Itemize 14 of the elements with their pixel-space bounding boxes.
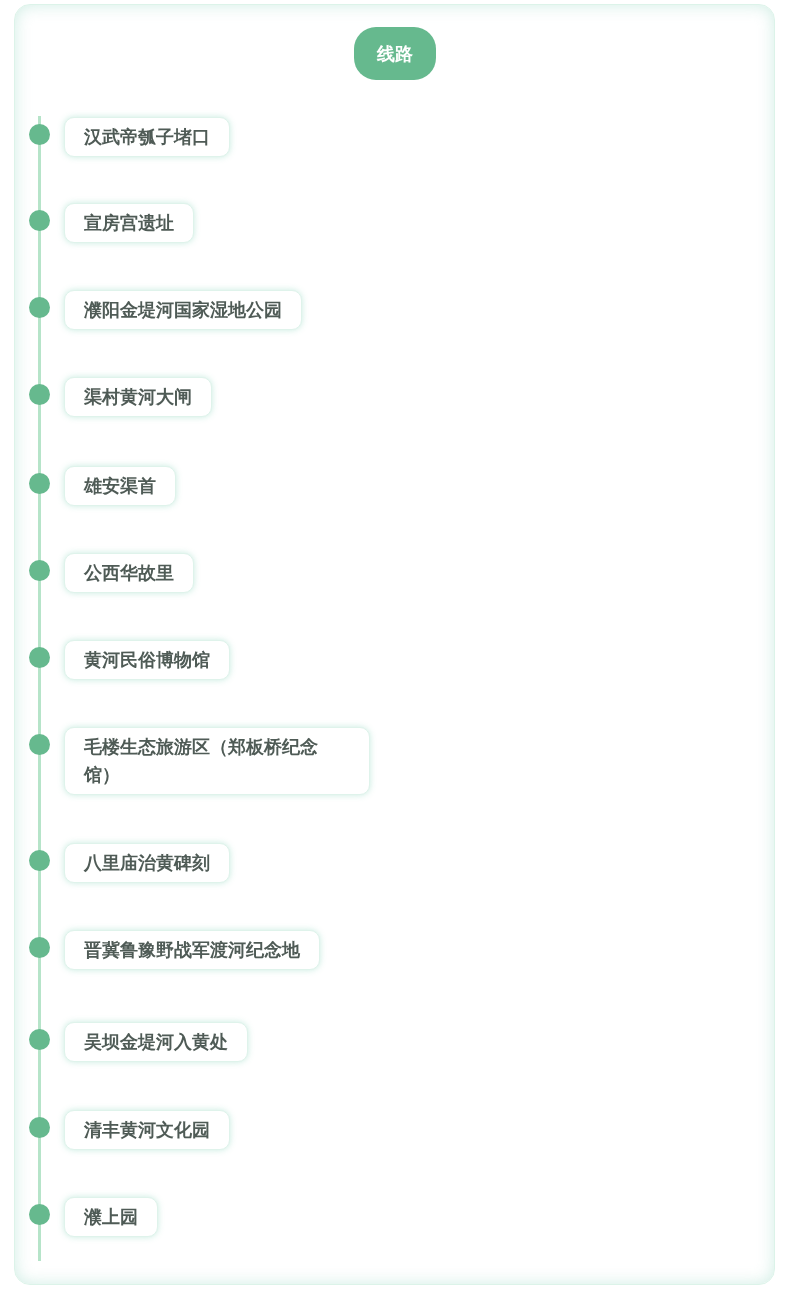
place-card: 毛楼生态旅游区（郑板桥纪念馆） [64,727,370,795]
place-card: 濮阳金堤河国家湿地公园 [64,290,302,330]
place-card: 宣房宫遗址 [64,203,194,243]
route-heading: 线路 [353,27,436,80]
place-card: 汉武帝瓠子堵口 [64,117,230,157]
place-card: 雄安渠首 [64,466,176,506]
place-card: 濮上园 [64,1197,158,1237]
place-card: 黄河民俗博物馆 [64,640,230,680]
place-card: 清丰黄河文化园 [64,1110,230,1150]
place-card: 八里庙治黄碑刻 [64,843,230,883]
place-card: 晋冀鲁豫野战军渡河纪念地 [64,930,320,970]
place-card: 吴坝金堤河入黄处 [64,1022,248,1062]
place-card: 渠村黄河大闸 [64,377,212,417]
place-card: 公西华故里 [64,553,194,593]
